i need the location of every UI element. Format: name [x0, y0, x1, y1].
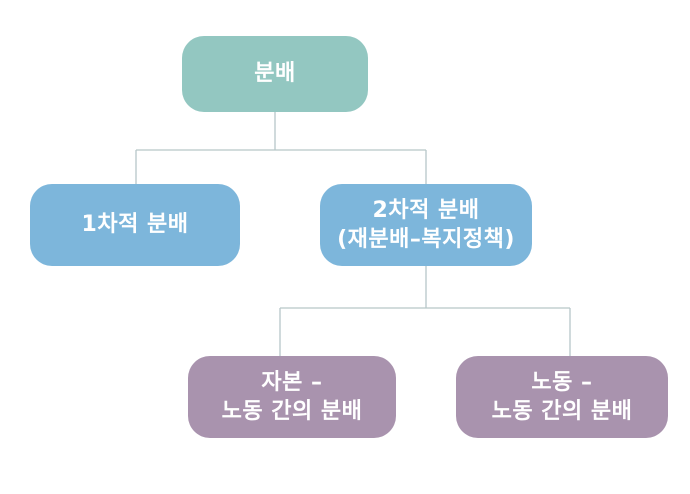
node-distribution-root-label: 분배: [254, 61, 296, 87]
node-secondary-distribution: 2차적 분배 (재분배–복지정책): [320, 184, 532, 266]
node-distribution-root: 분배: [182, 36, 368, 112]
node-primary-distribution-label: 1차적 분배: [81, 212, 189, 238]
node-secondary-distribution-label: 2차적 분배 (재분배–복지정책): [337, 197, 515, 252]
node-capital-labor-distribution-label: 자본 – 노동 간의 분배: [221, 369, 363, 424]
node-capital-labor-distribution: 자본 – 노동 간의 분배: [188, 356, 396, 438]
node-labor-labor-distribution: 노동 – 노동 간의 분배: [456, 356, 668, 438]
node-primary-distribution: 1차적 분배: [30, 184, 240, 266]
node-labor-labor-distribution-label: 노동 – 노동 간의 분배: [491, 369, 633, 424]
